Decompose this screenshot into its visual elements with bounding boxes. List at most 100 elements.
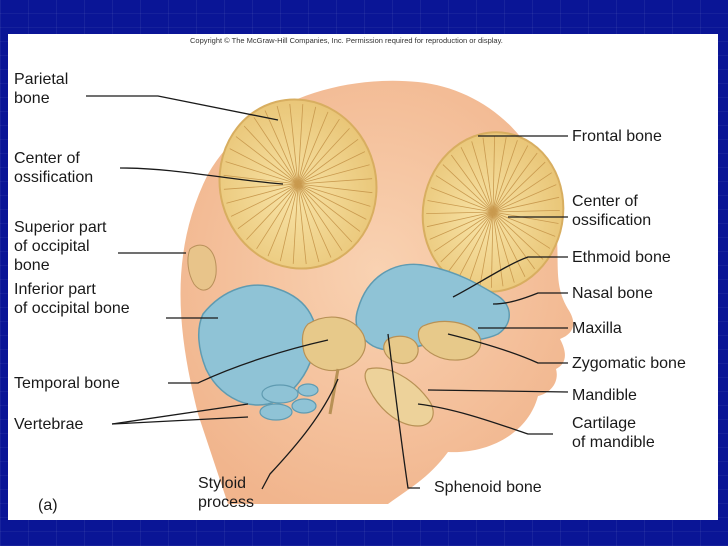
ossification-ray xyxy=(237,183,299,230)
ossification-ray xyxy=(292,183,299,264)
ossification-ray xyxy=(297,118,340,185)
ossification-ray xyxy=(297,183,361,232)
ossification-ray xyxy=(457,211,494,279)
ossification-ray xyxy=(492,210,560,213)
ossification-ray xyxy=(253,117,299,185)
ossification-ray xyxy=(440,211,494,263)
label-ethmoid-bone: Ethmoid bone xyxy=(572,249,671,266)
vertebrae-shapes xyxy=(259,383,319,421)
ossification-ray xyxy=(226,183,299,204)
ossification-ray xyxy=(429,211,494,240)
ossification-ray xyxy=(297,183,371,207)
ossification-ray xyxy=(434,211,494,252)
fetal-skull-illustration xyxy=(86,80,574,504)
ossification-ray xyxy=(223,174,299,185)
figure-panel: Copyright © The McGraw-Hill Companies, I… xyxy=(8,34,718,520)
label-styloid-process: Styloid process xyxy=(198,475,255,511)
ossification-ray xyxy=(427,200,494,213)
ossification-ray xyxy=(279,183,299,262)
ossification-ray xyxy=(435,175,494,213)
ossification-ray xyxy=(442,164,494,213)
label-zygomatic-bone: Zygomatic bone xyxy=(572,355,686,372)
ossification-ray xyxy=(297,183,353,243)
label-center-of-ossification-right: Center of ossification xyxy=(572,193,652,229)
ossification-ray xyxy=(264,110,299,185)
ossification-ray xyxy=(297,164,370,185)
ossification-ray xyxy=(482,137,494,213)
ossification-ray xyxy=(289,103,299,185)
ossification-ray xyxy=(297,183,332,258)
ossification-ray xyxy=(235,136,299,185)
ossification-ray xyxy=(492,211,556,237)
ossification-ray xyxy=(492,140,518,213)
label-temporal-bone: Temporal bone xyxy=(14,375,120,392)
ossification-ray xyxy=(267,183,299,257)
ossification-ray xyxy=(243,125,299,185)
ossification-ray xyxy=(230,183,299,217)
occipital-cartilage xyxy=(198,284,317,406)
ossification-ray xyxy=(297,104,304,185)
ossification-ray xyxy=(492,211,526,277)
ossification-ray xyxy=(492,211,504,287)
maxilla-shape xyxy=(417,320,482,361)
label-mandible: Mandible xyxy=(572,387,637,404)
label-sphenoid-bone: Sphenoid bone xyxy=(434,479,542,496)
ossification-ray xyxy=(297,183,367,220)
ossification-ray xyxy=(448,211,494,272)
temporal-bone-shape xyxy=(301,316,366,372)
ossification-ray xyxy=(297,151,366,185)
ossification-ray xyxy=(492,172,552,213)
label-vertebrae: Vertebrae xyxy=(14,416,84,433)
superior-occipital-piece xyxy=(187,244,217,291)
parietal-radiating-lines xyxy=(223,103,373,265)
ossification-ray xyxy=(276,105,299,185)
ossification-ray xyxy=(426,211,494,214)
label-center-of-ossification-left: Center of ossification xyxy=(14,150,94,186)
zygomatic-shape xyxy=(383,335,419,365)
ossification-ray xyxy=(492,184,557,213)
ossification-ray xyxy=(430,187,494,213)
label-maxilla: Maxilla xyxy=(572,320,622,337)
ossification-ray xyxy=(450,154,494,213)
ossification-ray xyxy=(297,183,373,194)
leader-lines xyxy=(86,95,569,490)
label-frontal-bone: Frontal bone xyxy=(572,128,662,145)
ossification-ray xyxy=(426,211,494,228)
ossification-ray xyxy=(492,211,559,224)
ossification-ray xyxy=(492,136,495,213)
label-nasal-bone: Nasal bone xyxy=(572,285,653,302)
label-inferior-occipital: Inferior part of occipital bone xyxy=(14,281,130,317)
ossification-ray xyxy=(479,211,494,287)
ossification-ray xyxy=(492,152,538,213)
ossification-ray xyxy=(297,183,343,251)
ossification-ray xyxy=(246,183,299,240)
frontal-radiating-lines xyxy=(426,136,560,288)
ossification-ray xyxy=(492,137,507,213)
ossification-ray xyxy=(468,211,494,284)
ossification-ray xyxy=(297,183,320,263)
label-parietal-bone: Parietal bone xyxy=(14,71,69,107)
ossification-ray xyxy=(297,178,373,185)
ossification-ray xyxy=(492,211,544,260)
ossification-ray xyxy=(492,211,551,249)
ossification-ray xyxy=(223,183,299,190)
ossification-ray xyxy=(492,211,515,283)
ossification-ray xyxy=(492,145,529,213)
mandible-shape xyxy=(364,367,434,427)
figure-tag: (a) xyxy=(38,497,58,514)
copyright-notice: Copyright © The McGraw-Hill Companies, I… xyxy=(190,36,503,45)
ossification-ray xyxy=(256,183,299,250)
ossification-ray xyxy=(225,161,299,185)
ossification-ray xyxy=(297,128,350,185)
label-cartilage-of-mandible: Cartilage of mandible xyxy=(572,415,655,451)
styloid-shape xyxy=(328,368,340,415)
ossification-ray xyxy=(229,148,299,185)
ossification-ray xyxy=(492,211,536,270)
ossification-ray xyxy=(297,183,307,265)
ossification-ray xyxy=(492,161,546,213)
ossification-ray xyxy=(297,138,359,185)
ossification-ray xyxy=(297,111,329,185)
ossification-ray xyxy=(471,141,494,213)
ossification-ray xyxy=(460,147,494,213)
